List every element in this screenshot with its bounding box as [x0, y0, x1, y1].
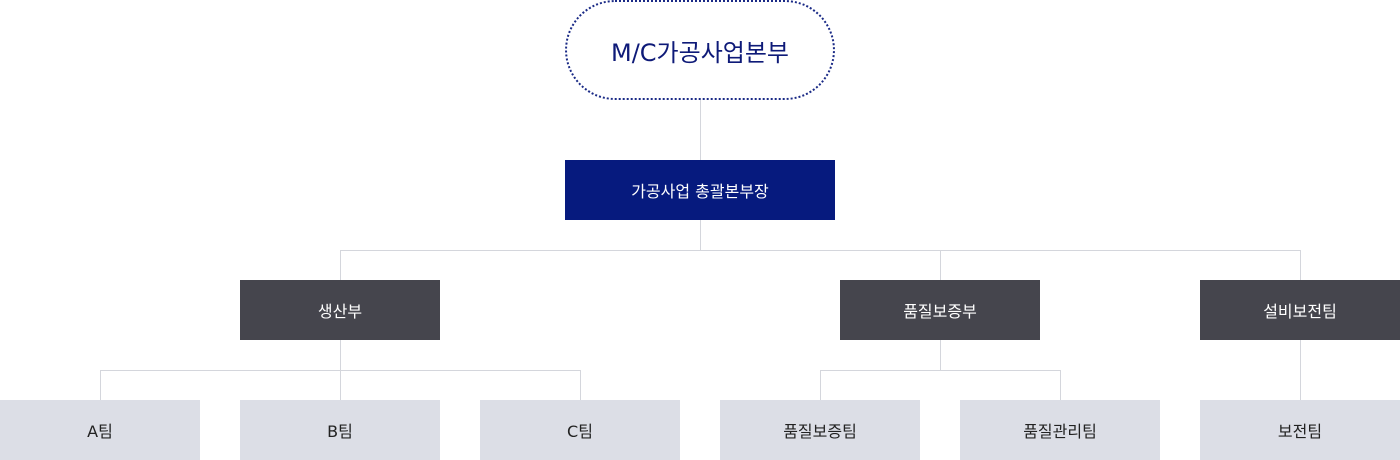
org-root-node: M/C가공사업본부 — [565, 0, 835, 100]
team-c-node: C팀 — [480, 400, 680, 460]
team-b-node: B팀 — [240, 400, 440, 460]
director-node: 가공사업 총괄본부장 — [565, 160, 835, 220]
team-maintenance-node: 보전팀 — [1200, 400, 1400, 460]
connector-bus-to-quality — [940, 250, 941, 280]
team-a-node: A팀 — [0, 400, 200, 460]
team-quality-assurance-node: 품질보증팀 — [720, 400, 920, 460]
dept-quality-node: 품질보증부 — [840, 280, 1040, 340]
connector-head-to-bus — [700, 220, 701, 250]
connector-bus-to-maintenance — [1300, 250, 1301, 280]
team-quality-control-node: 품질관리팀 — [960, 400, 1160, 460]
dept-production-node: 생산부 — [240, 280, 440, 340]
dept-maintenance-node: 설비보전팀 — [1200, 280, 1400, 340]
connector-to-team-b — [340, 370, 341, 400]
connector-to-team-c — [580, 370, 581, 400]
connector-maintenance-down — [1300, 340, 1301, 400]
connector-dept-bus — [340, 250, 1301, 251]
connector-bus-to-production — [340, 250, 341, 280]
connector-quality-down — [940, 340, 941, 370]
connector-production-down — [340, 340, 341, 370]
connector-quality-team-bus — [820, 370, 1061, 371]
connector-to-qa-team — [820, 370, 821, 400]
connector-to-team-a — [100, 370, 101, 400]
connector-to-qc-team — [1060, 370, 1061, 400]
connector-root-to-head — [700, 100, 701, 160]
